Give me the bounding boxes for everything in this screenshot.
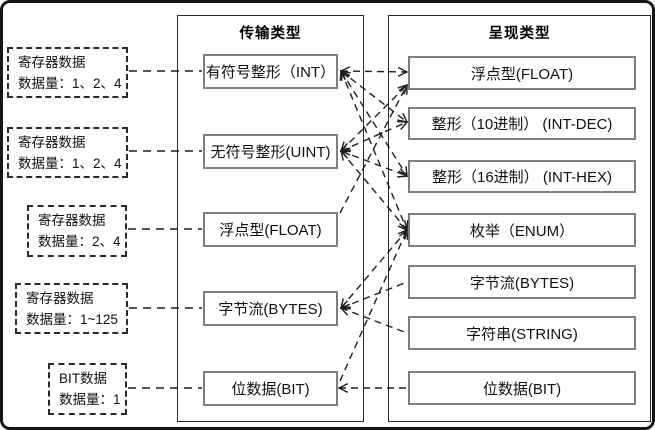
annotation-text: 寄存器数据: [18, 54, 86, 70]
presentation-box-string: 字符串(STRING): [408, 316, 636, 350]
transmission-box-bit: 位数据(BIT): [203, 371, 338, 406]
annotation-text: 寄存器数据: [38, 213, 106, 228]
transmission-box-uint: 无符号整形(UINT): [203, 134, 338, 169]
transmission-box-bytes: 字节流(BYTES): [203, 291, 338, 326]
transmission-box-float: 浮点型(FLOAT): [203, 212, 338, 247]
presentation-box-intdec: 整形（10进制） (INT-DEC): [408, 107, 636, 140]
presentation-box-bytes: 字节流(BYTES): [408, 265, 636, 299]
annotation-text: 数据量：1~125: [26, 311, 118, 327]
annotation-text: 数据量：1、2、4: [18, 75, 122, 91]
presentation-box-inthex: 整形（16进制） (INT-HEX): [408, 160, 636, 193]
connector-line: [339, 230, 407, 382]
connector-line: [341, 122, 407, 151]
connector-line: [341, 71, 407, 230]
presentation-box-float: 浮点型(FLOAT): [408, 56, 636, 90]
connector-line: [341, 151, 407, 230]
annotation-box-register-4: 寄存器数据 数据量：1~125: [15, 283, 128, 334]
annotation-box-register-2: 寄存器数据 数据量：1、2、4: [7, 127, 128, 178]
connector-line: [341, 308, 408, 334]
annotation-box-register-1: 寄存器数据 数据量：1、2、4: [7, 47, 128, 98]
annotation-box-register-3: 寄存器数据 数据量：2、4: [27, 205, 127, 257]
presentation-box-enum: 枚举（ENUM）: [408, 213, 636, 247]
annotation-text: 数据量：1、2、4: [18, 155, 122, 171]
transmission-title: 传输类型: [239, 26, 302, 42]
connector-line: [341, 230, 407, 308]
annotation-text: 寄存器数据: [26, 290, 94, 306]
annotation-box-bit: BIT数据 数据量：1: [48, 363, 127, 415]
connector-line: [341, 71, 407, 72]
annotation-text: 数据量：1: [59, 392, 121, 407]
transmission-box-int: 有符号整形（INT）: [203, 54, 338, 89]
annotation-text: 寄存器数据: [18, 134, 86, 150]
annotation-text: 数据量：2、4: [38, 234, 121, 249]
connector-line: [339, 85, 407, 214]
presentation-title: 呈现类型: [488, 26, 551, 42]
presentation-box-bit: 位数据(BIT): [408, 371, 636, 405]
connector-line: [341, 71, 407, 176]
annotation-text: BIT数据: [59, 371, 108, 386]
